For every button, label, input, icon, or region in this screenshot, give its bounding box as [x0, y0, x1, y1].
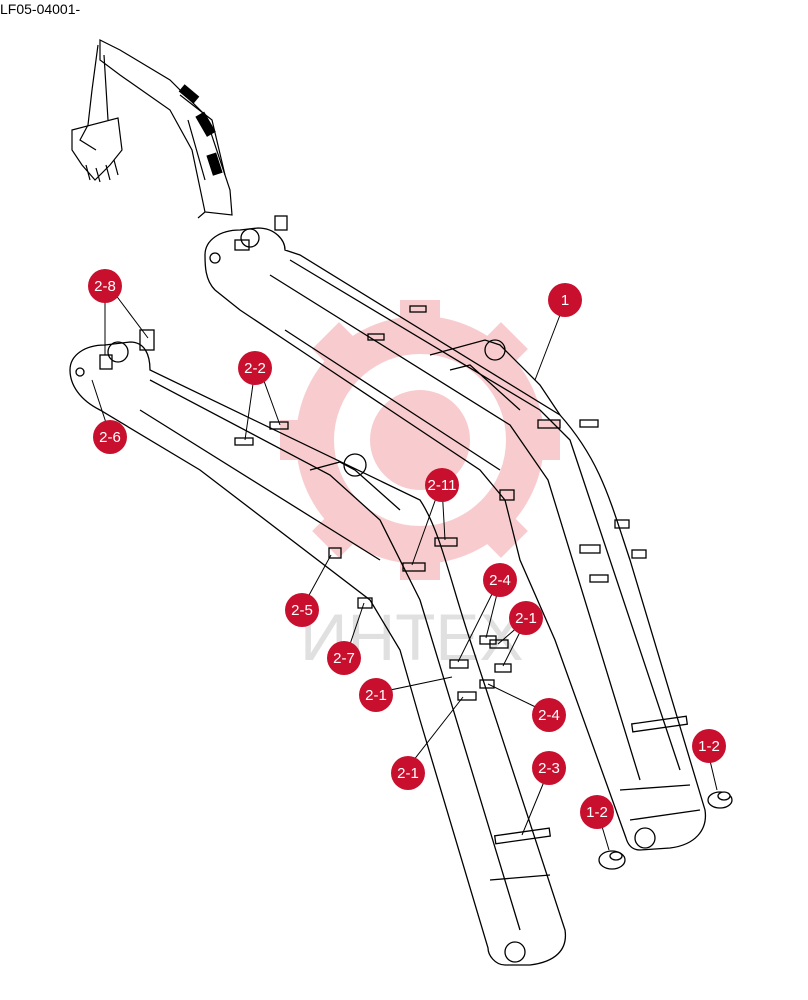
- callout-label: 2-4: [538, 707, 560, 724]
- callout-2-11: 2-11: [425, 468, 459, 502]
- callout-marker: [285, 593, 319, 627]
- callout-marker: [692, 729, 726, 763]
- callout-marker: [391, 756, 425, 790]
- callout-marker: [580, 795, 614, 829]
- callout-marker: [88, 269, 122, 303]
- callout-label: 2-7: [333, 650, 355, 667]
- callout-2-3: 2-3: [532, 751, 566, 785]
- callout-1-2b: 1-2: [580, 795, 614, 829]
- callout-2-8: 2-8: [88, 269, 122, 303]
- callout-label: 2-6: [99, 429, 121, 446]
- callout-2-4a: 2-4: [483, 563, 517, 597]
- callout-2-1a: 2-1: [509, 601, 543, 635]
- callout-layer: 1 2-8 2-2 2-6 2-11 2-4 2-1 2-5 2-7 2-1 2-4 2-1 2-3 1-…: [88, 269, 726, 829]
- callout-2-1c: 2-1: [391, 756, 425, 790]
- callout-marker: [238, 351, 272, 385]
- callout-marker: [483, 563, 517, 597]
- callout-marker: [327, 641, 361, 675]
- callout-label: 1: [561, 292, 569, 309]
- callout-label: 2-1: [397, 765, 419, 782]
- document-code: LF05-04001-: [0, 1, 81, 17]
- callout-2-5: 2-5: [285, 593, 319, 627]
- callout-label: 2-1: [515, 610, 537, 627]
- callout-marker: [93, 420, 127, 454]
- callout-marker: [548, 283, 582, 317]
- callout-2-2: 2-2: [238, 351, 272, 385]
- boom-assembly: [69, 329, 567, 966]
- callout-1-2a: 1-2: [692, 729, 726, 763]
- callout-label: 2-3: [538, 760, 560, 777]
- arm-assembly-main: [204, 215, 707, 851]
- watermark-gear-logo: [280, 300, 560, 580]
- callout-marker: [359, 678, 393, 712]
- callout-label: 2-11: [428, 477, 457, 494]
- callout-2-7: 2-7: [327, 641, 361, 675]
- callout-marker: [509, 601, 543, 635]
- callout-label: 2-5: [291, 602, 313, 619]
- callout-marker: [532, 751, 566, 785]
- callout-label: 1-2: [698, 738, 720, 755]
- callout-2-1b: 2-1: [359, 678, 393, 712]
- callout-2-6: 2-6: [93, 420, 127, 454]
- callout-label: 1-2: [586, 804, 608, 821]
- bushing-1-2-right: [707, 791, 733, 809]
- callout-2-4b: 2-4: [532, 698, 566, 732]
- callout-marker: [532, 698, 566, 732]
- bushing-1-2-left: [598, 850, 626, 870]
- callout-marker: [425, 468, 459, 502]
- callout-label: 2-8: [94, 278, 116, 295]
- excavator-arm-overview: [71, 39, 233, 219]
- callout-1: 1: [548, 283, 582, 317]
- callout-label: 2-2: [244, 360, 266, 377]
- callout-label: 2-1: [365, 687, 387, 704]
- callout-label: 2-4: [489, 572, 511, 589]
